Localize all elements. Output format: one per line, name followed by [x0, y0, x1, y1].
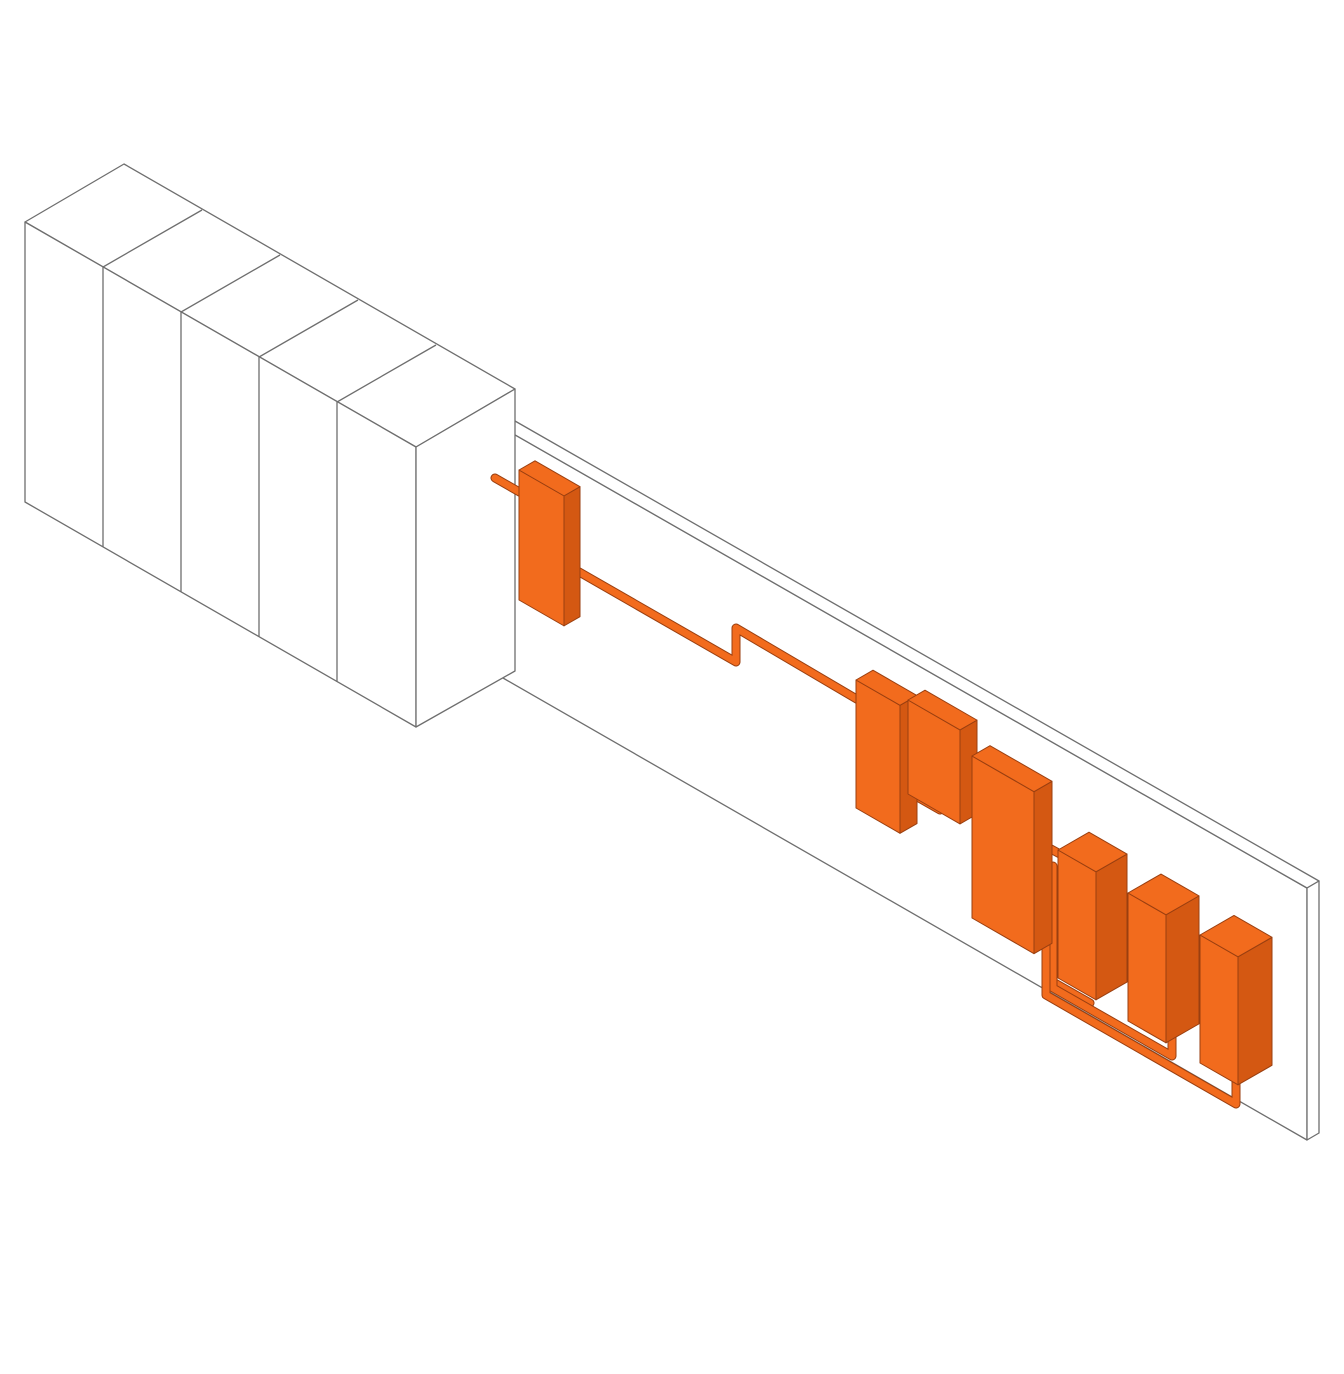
component-box-5-top: [1057, 831, 1128, 873]
component-box-4: [971, 745, 1053, 955]
component-box-6-side: [1165, 895, 1200, 1044]
component-box-7: [1199, 914, 1273, 1086]
component-box-4-side: [1033, 780, 1053, 955]
main-pipe: [491, 474, 527, 498]
component-boxes: [518, 460, 1273, 1086]
component-box-2-front: [855, 679, 901, 834]
bay-divider-2: [180, 254, 281, 592]
component-box-1-top: [518, 460, 581, 497]
component-box-1: [518, 460, 581, 627]
component-box-7-front: [1199, 934, 1239, 1086]
main-pipe-run: [570, 565, 864, 705]
component-box-5: [1057, 831, 1128, 1001]
bay-divider-3: [258, 299, 359, 637]
component-box-1-side: [563, 486, 581, 627]
component-box-3-top: [907, 689, 978, 731]
bay-divider-4: [336, 344, 437, 682]
component-box-7-side: [1237, 936, 1273, 1086]
component-box-6-top: [1127, 873, 1200, 916]
component-box-7-top: [1199, 914, 1273, 958]
cabinet-bay-dividers: [102, 209, 437, 682]
component-box-5-side: [1095, 853, 1128, 1001]
component-box-4-top: [971, 745, 1053, 793]
component-box-5-front: [1057, 849, 1097, 1001]
component-box-6-front: [1127, 892, 1167, 1044]
component-box-1-front: [518, 469, 565, 627]
component-box-6: [1127, 873, 1200, 1044]
cabinet-block: [24, 163, 516, 728]
cabinet-side: [415, 388, 516, 728]
bay-divider-1: [102, 209, 203, 547]
wall-panel-side-edge: [1306, 880, 1320, 1141]
